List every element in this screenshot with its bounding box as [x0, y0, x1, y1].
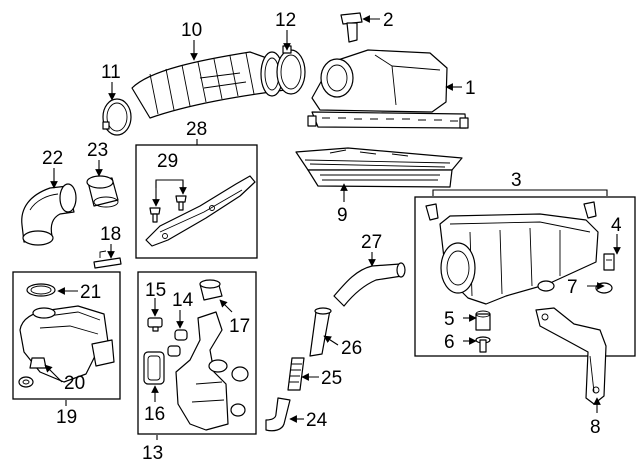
- callout-27: 27: [361, 232, 382, 253]
- callout-11: 11: [101, 62, 121, 83]
- callout-7: 7: [567, 277, 578, 298]
- part-hose-27: [333, 262, 406, 307]
- part-grommet-20: [18, 357, 47, 388]
- callout-16: 16: [144, 404, 165, 425]
- callout-25: 25: [321, 368, 342, 389]
- callout-5: 5: [444, 309, 455, 330]
- callout-10: 10: [181, 20, 202, 41]
- group-box-13: [137, 271, 257, 435]
- callout-1: 1: [465, 78, 476, 99]
- part-hose-clamp-11: [102, 98, 132, 136]
- callout-15: 15: [145, 280, 166, 301]
- part-isolator-5: [475, 310, 491, 331]
- callout-14: 14: [172, 290, 194, 311]
- part-bracket-28: [145, 175, 256, 247]
- part-cap-17: [199, 279, 223, 301]
- callout-6: 6: [444, 332, 455, 353]
- part-hose-24: [265, 397, 291, 432]
- part-fastener-15: [147, 317, 163, 332]
- part-bolt-29b: [175, 195, 187, 211]
- part-coupler: [86, 175, 119, 208]
- group-box-19: [12, 271, 121, 400]
- callout-24: 24: [306, 410, 328, 431]
- callout-29: 29: [157, 151, 178, 172]
- callout-4: 4: [611, 215, 622, 236]
- part-air-filter: [295, 147, 463, 188]
- part-sensor: [340, 12, 363, 43]
- callout-20: 20: [64, 373, 85, 394]
- part-grommet-14: [167, 329, 188, 357]
- part-hose-25: [287, 357, 305, 391]
- callout-18: 18: [100, 224, 121, 245]
- part-resonator-duct: [19, 305, 115, 383]
- part-intake-hose: [131, 51, 286, 119]
- part-hose-26: [309, 307, 332, 357]
- part-bolt-29a: [149, 207, 161, 223]
- callout-3: 3: [511, 170, 522, 191]
- callout-9: 9: [337, 205, 348, 226]
- part-elbow-duct: [21, 183, 77, 246]
- part-gasket-16: [143, 351, 165, 385]
- callout-28: 28: [186, 119, 207, 140]
- part-air-cleaner-cover: [307, 49, 469, 129]
- callout-12: 12: [275, 10, 296, 31]
- part-pin-6: [475, 336, 491, 353]
- callout-23: 23: [87, 140, 108, 161]
- part-oring-21: [26, 283, 56, 297]
- callout-8: 8: [590, 417, 601, 438]
- callout-numbers: 1 2 3 4 5 6 7 8 9 10 11 12 13 14 15 16 1…: [42, 10, 622, 464]
- callout-13: 13: [142, 443, 163, 464]
- callout-26: 26: [341, 338, 362, 359]
- part-clip: [93, 250, 122, 269]
- leader-lines: [44, 15, 621, 440]
- part-resonator-13: [175, 311, 249, 431]
- callout-22: 22: [42, 148, 63, 169]
- group-box-3: [414, 196, 636, 357]
- part-hose-clamp-12: [276, 45, 306, 95]
- callout-19: 19: [56, 407, 77, 428]
- part-clip-4: [603, 253, 615, 271]
- callout-21: 21: [80, 282, 101, 303]
- callout-17: 17: [229, 316, 250, 337]
- callout-2: 2: [383, 10, 394, 31]
